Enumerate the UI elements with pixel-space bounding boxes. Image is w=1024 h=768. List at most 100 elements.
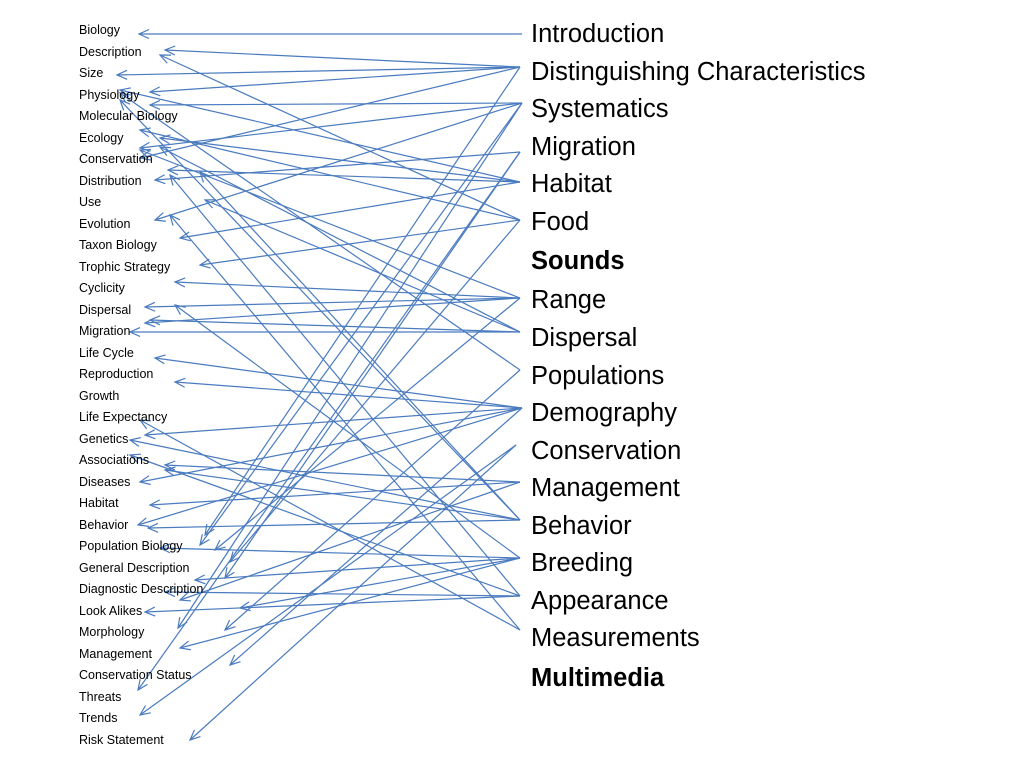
arrowhead-icon-13	[137, 679, 148, 692]
arrowhead-icon-29	[158, 146, 172, 156]
connector-arrow-59	[139, 419, 521, 631]
connector-arrow-49	[159, 547, 521, 559]
connector-arrow-53	[174, 304, 521, 559]
arrowhead-icon-9	[199, 534, 210, 547]
left-term-morphology: Morphology	[79, 625, 145, 639]
left-term-distribution: Distribution	[79, 174, 142, 188]
right-term-systematics: Systematics	[531, 95, 669, 123]
right-term-conservation: Conservation	[531, 437, 682, 465]
connector-arrow-39	[139, 444, 517, 716]
connector-arrow-15	[167, 169, 521, 183]
connector-arrow-55	[144, 595, 521, 613]
arrowhead-icon-4	[138, 150, 151, 161]
connector-arrow-31	[119, 92, 521, 371]
arrowhead-icon-41	[148, 499, 161, 510]
connector-arrow-48	[119, 99, 521, 521]
left-term-evolution: Evolution	[79, 217, 131, 231]
connector-arrow-24	[174, 281, 521, 299]
left-term-ecology: Ecology	[79, 131, 124, 145]
connector-arrow-36	[137, 407, 523, 526]
left-term-use: Use	[79, 195, 102, 209]
arrowhead-icon-33	[153, 354, 166, 365]
arrowhead-icon-34	[173, 377, 186, 388]
arrowhead-icon-55	[143, 606, 156, 617]
left-term-general-description: General Description	[79, 561, 190, 575]
arrowhead-icon-37	[228, 654, 241, 666]
right-term-introduction: Introduction	[531, 20, 665, 48]
arrowhead-icon-49	[158, 543, 171, 554]
connector-arrow-19	[199, 219, 521, 266]
arrowhead-icon-54	[163, 587, 176, 598]
right-term-migration: Migration	[531, 133, 636, 161]
connector-arrow-25	[139, 149, 521, 299]
left-term-reproduction: Reproduction	[79, 367, 154, 381]
connector-arrow-47	[199, 171, 521, 521]
left-term-conservation-status: Conservation Status	[79, 668, 192, 682]
connector-arrow-2	[116, 66, 521, 76]
arrowhead-icon-30	[203, 199, 217, 209]
arrowhead-icon-28	[128, 326, 141, 338]
connector-arrow-57	[169, 174, 521, 597]
left-term-associations: Associations	[79, 453, 150, 467]
left-term-life-cycle: Life Cycle	[79, 346, 134, 360]
left-term-diseases: Diseases	[79, 475, 131, 489]
connector-arrow-5	[204, 66, 521, 536]
left-term-management: Management	[79, 647, 152, 661]
right-term-breeding: Breeding	[531, 549, 634, 577]
connector-arrow-44	[164, 469, 521, 521]
arrowhead-icon-19	[198, 258, 211, 269]
arrowhead-icon-11	[153, 174, 166, 185]
left-term-biology: Biology	[79, 23, 120, 37]
right-term-demography: Demography	[531, 399, 677, 427]
left-term-description: Description	[79, 45, 142, 59]
left-term-trophic-strategy: Trophic Strategy	[79, 260, 171, 274]
left-term-conservation: Conservation	[79, 152, 153, 166]
connector-arrow-1	[164, 49, 521, 68]
connector-arrow-50	[194, 557, 521, 581]
connector-arrow-42	[164, 464, 521, 483]
right-term-distinguishing-characteristics: Distinguishing Characteristics	[531, 58, 866, 86]
arrowhead-icon-44	[163, 466, 176, 477]
left-term-dispersal: Dispersal	[79, 303, 132, 317]
left-term-habitat: Habitat	[79, 496, 119, 510]
connector-arrow-14	[159, 137, 521, 183]
left-term-trends: Trends	[79, 711, 118, 725]
arrowhead-icon-2	[115, 69, 128, 80]
arrowhead-icon-27	[148, 315, 161, 326]
arrowhead-icon-32	[223, 619, 236, 631]
right-term-sounds: Sounds	[531, 247, 625, 275]
connector-arrow-13	[137, 151, 521, 691]
arrowhead-icon-18	[158, 54, 172, 64]
connector-arrow-21	[229, 219, 521, 563]
arrowhead-icon-56	[128, 453, 142, 464]
arrowhead-icon-36	[136, 517, 149, 527]
right-term-appearance: Appearance	[531, 587, 669, 615]
right-term-populations: Populations	[531, 362, 665, 390]
connector-arrow-34	[174, 381, 523, 409]
arrowhead-icon-58	[169, 213, 181, 226]
arrowhead-icon-3	[148, 86, 161, 97]
arrowhead-icon-50	[193, 574, 206, 585]
arrowhead-icon-15	[166, 165, 179, 176]
connector-arrow-26	[214, 297, 521, 551]
left-term-look-alikes: Look Alikes	[79, 604, 143, 618]
arrowhead-icon-57	[169, 173, 181, 186]
right-term-measurements: Measurements	[531, 624, 700, 652]
connector-arrow-43	[179, 481, 521, 601]
connector-arrow-37	[229, 407, 523, 666]
right-term-food: Food	[531, 208, 590, 236]
arrowhead-icon-0	[137, 28, 150, 40]
left-term-migration: Migration	[79, 324, 131, 338]
arrowhead-icon-53	[173, 304, 186, 315]
connector-arrow-30	[204, 199, 521, 333]
arrowhead-icon-1	[163, 45, 176, 56]
arrowhead-icon-46	[128, 437, 141, 447]
left-term-taxon-biology: Taxon Biology	[79, 238, 157, 252]
connector-arrow-38	[139, 407, 523, 483]
connector-arrow-16	[179, 181, 521, 239]
right-term-range: Range	[531, 286, 607, 314]
right-term-dispersal: Dispersal	[531, 324, 638, 352]
connector-arrow-9	[199, 102, 523, 546]
arrowhead-icon-48	[118, 98, 131, 111]
